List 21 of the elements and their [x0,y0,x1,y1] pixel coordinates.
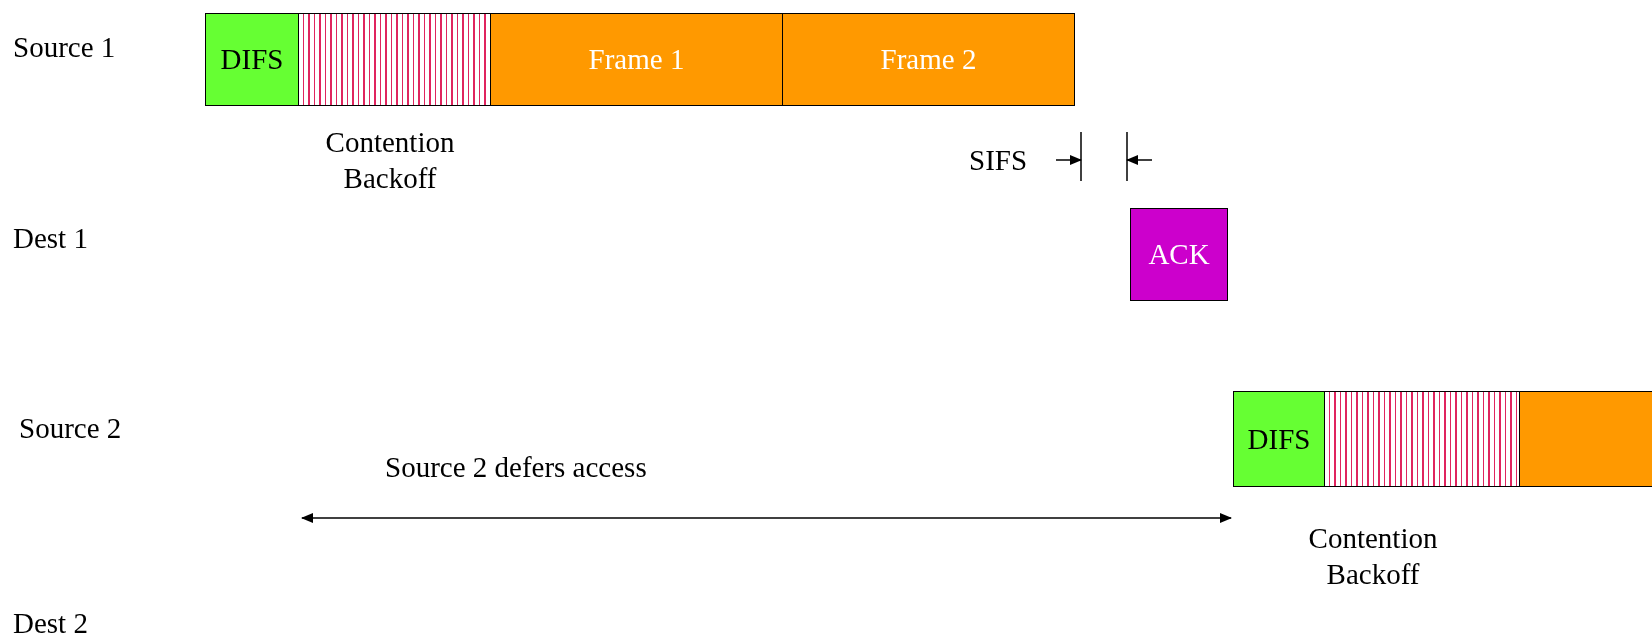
frame-block [1519,391,1652,487]
row-label: Dest 1 [13,223,88,255]
ack-block [1130,208,1228,301]
block-label: DIFS [220,43,284,76]
block-label: Frame 1 [588,43,685,76]
row-label: Source 1 [13,32,116,64]
row-label: Source 2 [19,413,122,445]
frame-block [782,13,1075,106]
row-label: Dest 2 [13,608,88,640]
block-label: ACK [1148,238,1210,271]
backoff-block [1324,391,1520,487]
annotation-text: Source 2 defers access [385,452,647,484]
difs-block [1233,391,1325,487]
block-caption: Contention Backoff [324,125,456,197]
difs-block [205,13,299,106]
block-caption: Contention Backoff [1307,521,1439,593]
frame-block [490,13,783,106]
interval-label: SIFS [969,145,1028,177]
backoff-block [298,13,491,106]
block-label: Frame 2 [880,43,977,76]
block-label: DIFS [1247,422,1311,456]
